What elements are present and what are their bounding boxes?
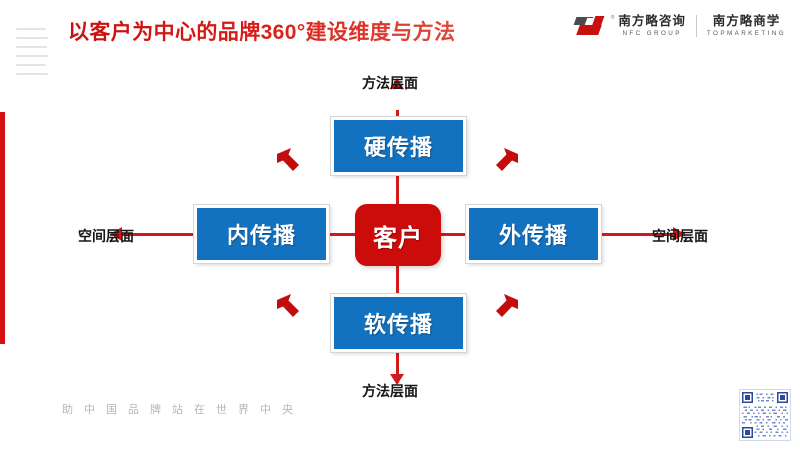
logo-text-topmarketing: 南方略商学 TOPMARKETING bbox=[707, 14, 786, 38]
brand-logo: ® 南方略咨询 NFC GROUP 南方略商学 TOPMARKETING bbox=[573, 11, 786, 41]
decorative-line bbox=[16, 73, 48, 75]
qr-code-icon[interactable] bbox=[739, 389, 791, 441]
node-soft-communication[interactable]: 软传播 bbox=[330, 293, 467, 353]
node-external-communication[interactable]: 外传播 bbox=[465, 204, 602, 264]
node-label: 内传播 bbox=[226, 223, 296, 248]
nfc-logo-mark-icon: ® bbox=[573, 15, 614, 36]
registered-trademark-icon: ® bbox=[610, 15, 615, 21]
label-method-dimension-top: 方法层面 bbox=[362, 75, 418, 91]
decorative-lines bbox=[16, 28, 48, 82]
logo-text-nfc: 南方略咨询 NFC GROUP bbox=[618, 14, 686, 38]
node-label: 硬传播 bbox=[363, 135, 433, 160]
node-customer-center[interactable]: 客户 bbox=[355, 204, 441, 266]
left-accent-bar bbox=[0, 112, 5, 344]
logo-en-topmarketing: TOPMARKETING bbox=[706, 30, 786, 37]
chevron-top-left-icon bbox=[274, 145, 304, 175]
decorative-line bbox=[16, 28, 46, 30]
node-hard-communication[interactable]: 硬传播 bbox=[330, 116, 467, 176]
decorative-line bbox=[16, 64, 46, 66]
footer-tagline: 助中国品牌站在世界中央 bbox=[62, 404, 304, 416]
arrow-up-icon bbox=[390, 78, 404, 89]
label-method-dimension-bottom: 方法层面 bbox=[362, 383, 418, 399]
node-label: 外传播 bbox=[498, 223, 568, 248]
decorative-line bbox=[16, 55, 48, 57]
logo-divider bbox=[695, 15, 697, 37]
node-internal-communication[interactable]: 内传播 bbox=[193, 204, 330, 264]
arrow-left-icon bbox=[110, 227, 122, 241]
node-label: 客户 bbox=[373, 224, 423, 252]
decorative-line bbox=[16, 46, 47, 48]
decorative-line bbox=[16, 37, 48, 39]
arrow-right-icon bbox=[673, 227, 685, 241]
chevron-bottom-left-icon bbox=[274, 291, 304, 321]
page-title: 以客户为中心的品牌360°建设维度与方法 bbox=[68, 16, 455, 46]
chevron-top-right-icon bbox=[491, 145, 521, 175]
label-space-dimension-left: 空间层面 bbox=[78, 228, 134, 244]
node-label: 软传播 bbox=[363, 312, 433, 337]
chevron-bottom-right-icon bbox=[491, 291, 521, 321]
logo-cn-topmarketing: 南方略商学 bbox=[712, 14, 781, 28]
logo-cn-nfc: 南方略咨询 bbox=[618, 14, 686, 28]
arrow-down-icon bbox=[390, 374, 404, 385]
label-space-dimension-right: 空间层面 bbox=[652, 228, 708, 244]
logo-en-nfc: NFC GROUP bbox=[622, 30, 682, 37]
